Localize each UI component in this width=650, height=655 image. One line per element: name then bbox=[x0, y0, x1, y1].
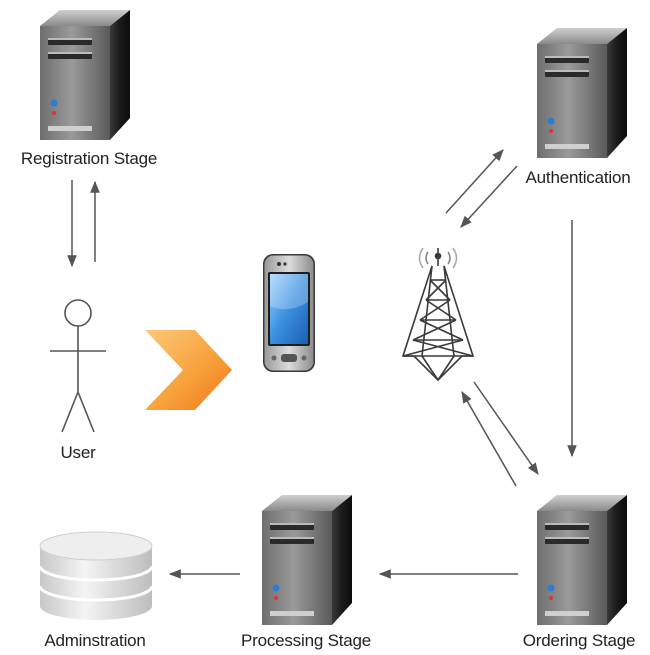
ordering-stage-label: Ordering Stage bbox=[522, 631, 636, 650]
registration-stage-label: Registration Stage bbox=[20, 149, 158, 168]
processing-server-icon bbox=[262, 495, 352, 625]
processing-stage-label: Processing Stage bbox=[240, 631, 372, 650]
radio-tower-icon bbox=[401, 247, 475, 382]
user-stick-figure-icon bbox=[50, 299, 106, 433]
registration-server-icon bbox=[40, 10, 130, 140]
arrow-tower-to-ordering bbox=[473, 381, 539, 475]
chevron-right-icon bbox=[145, 330, 232, 410]
authentication-label: Authentication bbox=[525, 168, 631, 187]
database-icon bbox=[38, 531, 154, 620]
ordering-server-icon bbox=[537, 495, 627, 625]
arrow-authentication-to-tower bbox=[460, 165, 518, 228]
authentication-server-icon bbox=[537, 28, 627, 158]
administration-label: Adminstration bbox=[44, 631, 146, 650]
arrow-ordering-to-tower bbox=[461, 390, 517, 487]
arrows bbox=[67, 149, 577, 579]
arrow-tower-to-authentication bbox=[445, 149, 504, 214]
smartphone-icon bbox=[263, 254, 315, 372]
user-label: User bbox=[60, 443, 96, 462]
